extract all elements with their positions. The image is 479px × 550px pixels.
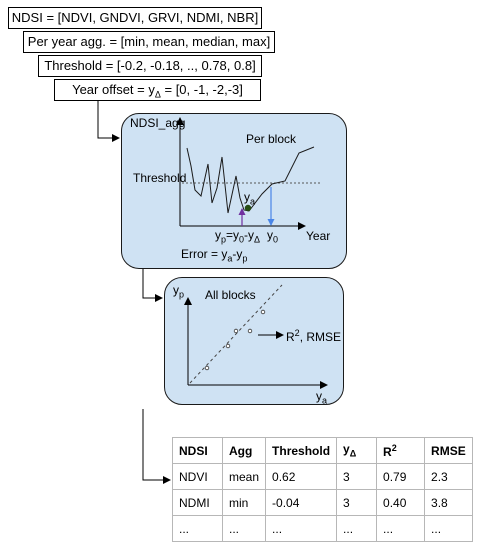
ndsi-parameter-text: NDSI = [NDVI, GNDVI, GRVI, NDMI, NBR] [11, 10, 259, 25]
cell-rmse: 2.3 [424, 463, 474, 490]
ndsi-parameter-box: NDSI = [NDVI, GNDVI, GRVI, NDMI, NBR] [8, 7, 262, 29]
block-y-axis-label: NDSI_agg [130, 116, 186, 130]
scatter-point [247, 328, 253, 334]
cell-r2: ... [376, 515, 426, 542]
cell-rmse: ... [424, 515, 474, 542]
block-panel-title: Per block [246, 132, 297, 146]
metrics-label: R2, RMSE [286, 328, 342, 344]
cell-offset: 3 [336, 463, 378, 490]
header-threshold: Threshold [265, 437, 338, 464]
cell-threshold: 0.62 [265, 463, 338, 490]
scatter-point [204, 365, 210, 371]
yp-formula-label: yp=y0-yΔ [215, 228, 261, 245]
threshold-parameter-box: Threshold = [-0.2, -0.18, .., 0.78, 0.8] [38, 55, 262, 77]
cell-ndsi: ... [172, 515, 223, 542]
cell-agg: min [221, 489, 267, 516]
error-formula-label: Error = ya-yp [181, 247, 248, 264]
per-block-panel [121, 113, 347, 269]
table-row: NDMI min -0.04 3 0.40 3.8 [172, 489, 474, 516]
aggregation-parameter-text: Per year agg. = [min, mean, median, max] [27, 34, 271, 49]
y0-label: y0 [267, 228, 279, 245]
block-x-axis-label: Year [306, 229, 331, 243]
aggregation-parameter-box: Per year agg. = [min, mean, median, max] [23, 31, 275, 53]
cell-offset: ... [336, 515, 378, 542]
cell-agg: ... [221, 515, 267, 542]
table-row: ... ... ... ... ... ... [172, 515, 474, 542]
all-x-axis-label: ya [316, 389, 328, 406]
cell-rmse: 3.8 [424, 489, 474, 516]
threshold-label: Threshold [133, 171, 187, 185]
scatter-point [233, 328, 239, 334]
scatter-point [260, 309, 266, 315]
all-y-axis-label: yp [173, 283, 185, 300]
header-agg: Agg [221, 437, 267, 464]
connector-all-to-table [142, 409, 171, 484]
ndsi-time-series-line [186, 146, 315, 214]
cell-threshold: ... [265, 515, 338, 542]
cell-offset: 3 [336, 489, 378, 516]
threshold-parameter-text: Threshold = [-0.2, -0.18, .., 0.78, 0.8] [44, 58, 256, 73]
header-r2: R2 [376, 437, 426, 464]
cell-ndsi: NDVI [172, 463, 223, 490]
header-ndsi: NDSI [172, 437, 223, 464]
ya-label: ya [244, 190, 256, 207]
header-offset: yΔ [336, 437, 378, 464]
cell-agg: mean [221, 463, 267, 490]
year-offset-parameter-box: Year offset = yΔ = [0, -1, -2,-3] [54, 79, 261, 101]
scatter-point [225, 343, 231, 349]
header-rmse: RMSE [424, 437, 474, 464]
identity-line [189, 284, 283, 384]
all-panel-title: All blocks [205, 288, 256, 302]
table-row: NDVI mean 0.62 3 0.79 2.3 [172, 463, 474, 490]
cell-ndsi: NDMI [172, 489, 223, 516]
year-offset-parameter-text: Year offset = yΔ = [0, -1, -2,-3] [72, 82, 243, 100]
cell-threshold: -0.04 [265, 489, 338, 516]
connector-block-to-all [142, 269, 163, 302]
table-header-row: NDSI Agg Threshold yΔ R2 RMSE [172, 437, 474, 464]
cell-r2: 0.40 [376, 489, 426, 516]
all-blocks-panel [164, 277, 344, 405]
cell-r2: 0.79 [376, 463, 426, 490]
results-table: NDSI Agg Threshold yΔ R2 RMSE NDVI mean … [172, 437, 474, 542]
connector-params-to-block [97, 101, 120, 142]
